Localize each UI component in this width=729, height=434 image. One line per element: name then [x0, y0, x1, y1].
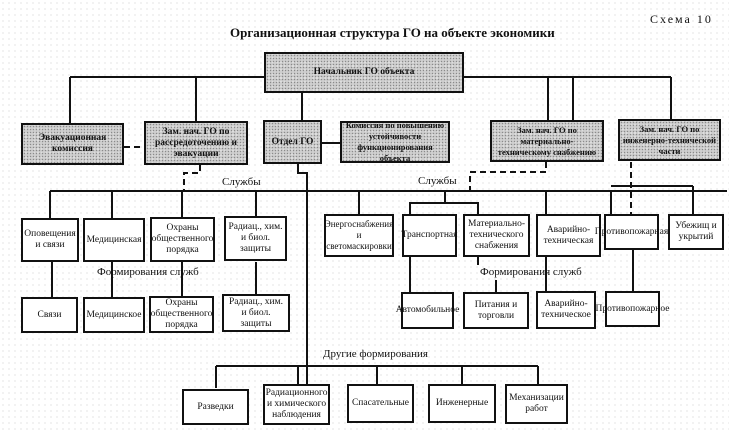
service-label: Убежищ и укрытий	[675, 221, 717, 242]
chief-bus-right	[462, 76, 672, 124]
service-box-fire[interactable]: Противопожарная	[595, 214, 668, 250]
other-formation-label: Инженерные	[435, 398, 489, 408]
evac-commission-box[interactable]: Эвакуационная комиссия	[21, 123, 124, 165]
formation-box-fire[interactable]: Противопожарное	[596, 291, 669, 327]
service-box-shelters[interactable]: Убежищ и укрытий	[668, 214, 724, 250]
formation-box-food-trade[interactable]: Питания и торговли	[463, 292, 529, 329]
service-label: Радиац., хим. и биол. защиты	[228, 222, 283, 254]
services-drops-left	[49, 191, 257, 218]
dashed-deputy-evac-down	[183, 165, 201, 191]
formation-label: Медицинское	[86, 309, 142, 320]
service-label: Противопожарная	[594, 226, 669, 237]
service-to-formation-left	[51, 262, 257, 298]
formation-label: Автомобильное	[395, 305, 460, 315]
deputy-material-label: Зам. нач. ГО по материально-техническому…	[497, 124, 597, 157]
formation-label: Противопожарное	[595, 303, 670, 314]
other-formation-label: Спасательные	[351, 398, 410, 408]
formation-box-rchb-protection[interactable]: Радиац., хим. и биол. защиты	[222, 294, 290, 332]
services-drops-right	[545, 186, 694, 215]
formation-label: Питания и торговли	[474, 299, 518, 321]
services-label-left: Службы	[222, 176, 261, 188]
stability-commission-box[interactable]: Комиссия по повышению устойчивости функц…	[340, 120, 450, 163]
service-box-warning-comms[interactable]: Оповещения и связи	[21, 218, 79, 262]
scheme-number: Схема 10	[650, 12, 713, 26]
service-label: Оповещения и связи	[24, 229, 76, 250]
chief-label: Начальник ГО объекта	[313, 67, 415, 77]
dashed-material-down	[469, 162, 547, 191]
deputy-material-box[interactable]: Зам. нач. ГО по материально-техническому…	[490, 120, 604, 162]
stability-commission-label: Комиссия по повышению устойчивости функц…	[345, 120, 445, 163]
service-box-emergency-tech[interactable]: Аварийно-техническая	[536, 214, 601, 257]
go-department-label: Отдел ГО	[271, 136, 314, 147]
other-formations-label: Другие формирования	[323, 348, 428, 360]
service-to-formation-right	[409, 248, 634, 292]
formation-label: Связи	[37, 309, 62, 320]
other-box-reconnaissance[interactable]: Разведки	[182, 389, 249, 425]
other-drops	[215, 366, 539, 388]
deputy-evac-label: Зам. нач. ГО по рассредоточению и эвакуа…	[155, 126, 237, 159]
other-box-rad-chem-observation[interactable]: Радиационного и химического наблюдения	[263, 384, 330, 425]
service-box-medical[interactable]: Медицинская	[83, 218, 145, 262]
other-box-rescue[interactable]: Спасательные	[347, 384, 414, 423]
formations-label-right: Формирования служб	[480, 266, 582, 278]
service-label: Охраны общественного порядка	[151, 223, 214, 255]
formation-box-automobile[interactable]: Автомобильное	[396, 292, 459, 329]
services-label-right: Службы	[418, 175, 457, 187]
formation-label: Аварийно-техническое	[541, 299, 591, 320]
other-formation-label: Радиационного и химического наблюдения	[265, 388, 328, 420]
deputy-evac-box[interactable]: Зам. нач. ГО по рассредоточению и эвакуа…	[144, 121, 248, 165]
chief-bus-left	[69, 76, 265, 124]
service-box-material-supply[interactable]: Материально-технического снабжения	[463, 214, 530, 257]
deputy-engineering-box[interactable]: Зам. нач. ГО по инженерно-технической ча…	[618, 119, 721, 161]
go-department-box[interactable]: Отдел ГО	[263, 120, 322, 164]
other-box-engineering[interactable]: Инженерные	[428, 384, 496, 423]
service-label: Аварийно-техническая	[543, 224, 594, 246]
formation-box-medical[interactable]: Медицинское	[83, 297, 145, 333]
formation-label: Радиац., хим. и биол. защиты	[228, 296, 284, 329]
formation-label: Охраны общественного порядка	[150, 298, 213, 330]
other-formation-label: Разведки	[197, 401, 234, 412]
service-label: Энергоснабжения и светомаскировки	[324, 219, 394, 251]
other-box-mechanization[interactable]: Механизации работ	[505, 384, 568, 424]
diagram-title: Организационная структура ГО на объекте …	[230, 25, 555, 40]
deputy-engineering-label: Зам. нач. ГО по инженерно-технической ча…	[622, 123, 717, 156]
other-formation-label: Механизации работ	[509, 393, 564, 414]
service-label: Материально-технического снабжения	[468, 219, 525, 251]
transport-branch	[409, 191, 479, 215]
service-box-rchb-protection[interactable]: Радиац., хим. и биол. защиты	[224, 216, 287, 261]
formations-label-left: Формирования служб	[97, 266, 199, 278]
chief-box[interactable]: Начальник ГО объекта	[264, 52, 464, 93]
service-label: Медицинская	[86, 234, 142, 245]
service-box-public-order[interactable]: Охраны общественного порядка	[150, 217, 215, 262]
formation-box-public-order[interactable]: Охраны общественного порядка	[149, 296, 214, 333]
evac-commission-label: Эвакуационная комиссия	[38, 133, 107, 154]
go-dept-trunk	[297, 164, 308, 392]
service-box-transport[interactable]: Транспортная	[401, 214, 458, 257]
formation-box-emergency-tech[interactable]: Аварийно-техническое	[536, 291, 596, 329]
service-box-energy[interactable]: Энергоснабжения и светомаскировки	[324, 214, 394, 257]
formation-box-comms[interactable]: Связи	[21, 297, 78, 333]
service-label: Транспортная	[401, 230, 458, 240]
